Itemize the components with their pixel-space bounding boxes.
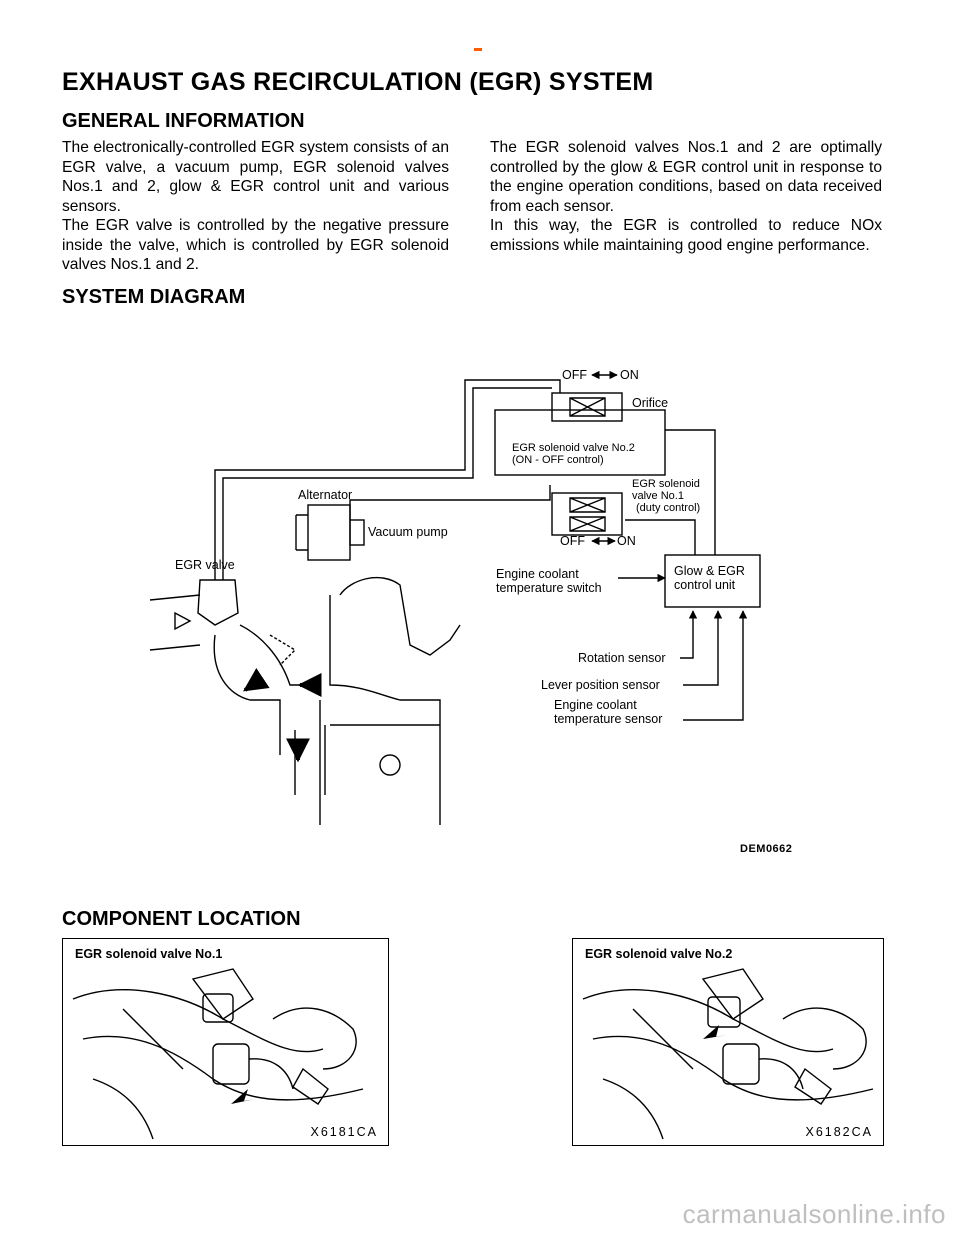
engine-bay-illustration-1 [72,968,364,1140]
general-info-paragraph: The EGR valve is controlled by the negat… [62,217,449,273]
general-info-paragraph: The EGR solenoid valves Nos.1 and 2 are … [490,139,882,215]
label-egr-valve: EGR valve [175,558,235,572]
label-control-unit-2: control unit [674,578,736,592]
label-coolant-sensor: Engine coolant [554,698,637,712]
photo-egr-solenoid-valve-2: EGR solenoid valve No.2 X6182CA [572,938,884,1146]
photo-1-code: X6181CA [310,1125,378,1139]
label-valve-1: EGR solenoid [632,478,700,490]
label-valve-1-no: valve No.1 [632,490,684,502]
vacuum-hose-upper [214,379,561,580]
watermark: carmanualsonline.info [682,1199,946,1229]
label-on-top: ON [620,368,639,382]
component-location-heading: COMPONENT LOCATION [62,908,301,930]
general-info-paragraph: In this way, the EGR is controlled to re… [490,217,882,254]
label-off-bottom: OFF [560,534,585,548]
system-diagram-heading: SYSTEM DIAGRAM [62,286,246,308]
page-title: EXHAUST GAS RECIRCULATION (EGR) SYSTEM [62,68,654,96]
label-lever-sensor: Lever position sensor [541,678,660,692]
solenoid-valve-1-shape [202,993,234,1023]
engine-block [329,595,441,825]
label-on-bottom: ON [617,534,636,548]
engine-bay-illustration-2 [582,968,874,1140]
intake-pipe [149,594,201,651]
label-alternator: Alternator [298,488,352,502]
vacuum-pump [349,519,365,546]
egr-valve [197,579,239,626]
photo-2-code: X6182CA [805,1125,873,1139]
general-info-column-right: The EGR solenoid valves Nos.1 and 2 are … [490,138,882,255]
exhaust-manifold [213,634,281,755]
general-info-column-left: The electronically-controlled EGR system… [62,138,449,275]
egr-system-diagram: OFF ON Orifice EGR solenoid valve No.2 (… [149,368,792,855]
alternator [307,504,351,561]
photo-1-caption: EGR solenoid valve No.1 [73,947,225,961]
label-vacuum-pump: Vacuum pump [368,525,448,539]
top-accent-mark [474,48,482,51]
egr-solenoid-valve-2 [551,392,623,422]
label-coolant-sensor-2: temperature sensor [554,712,662,726]
label-control-unit: Glow & EGR [674,564,745,578]
diagram-code: DEM0662 [740,843,792,855]
label-valve-1-control: (duty control) [636,502,700,514]
label-valve-2-control: (ON - OFF control) [512,454,604,466]
vacuum-hose-upper-inner [222,387,552,580]
label-off-top: OFF [562,368,587,382]
egr-solenoid-valve-1 [551,492,623,536]
photo-egr-solenoid-valve-1: EGR solenoid valve No.1 X6181CA [62,938,389,1146]
label-orifice: Orifice [632,396,668,410]
general-information-heading: GENERAL INFORMATION [62,110,305,132]
label-coolant-switch: Engine coolant [496,567,579,581]
general-info-paragraph: The electronically-controlled EGR system… [62,139,449,215]
photo-2-caption: EGR solenoid valve No.2 [583,947,735,961]
solenoid-valve-2-shape [707,996,741,1028]
label-valve-2: EGR solenoid valve No.2 [512,442,635,454]
label-coolant-switch-2: temperature switch [496,581,602,595]
valve-2-housing [494,409,666,476]
vacuum-hose-pump [349,485,551,520]
label-rotation-sensor: Rotation sensor [578,651,666,665]
